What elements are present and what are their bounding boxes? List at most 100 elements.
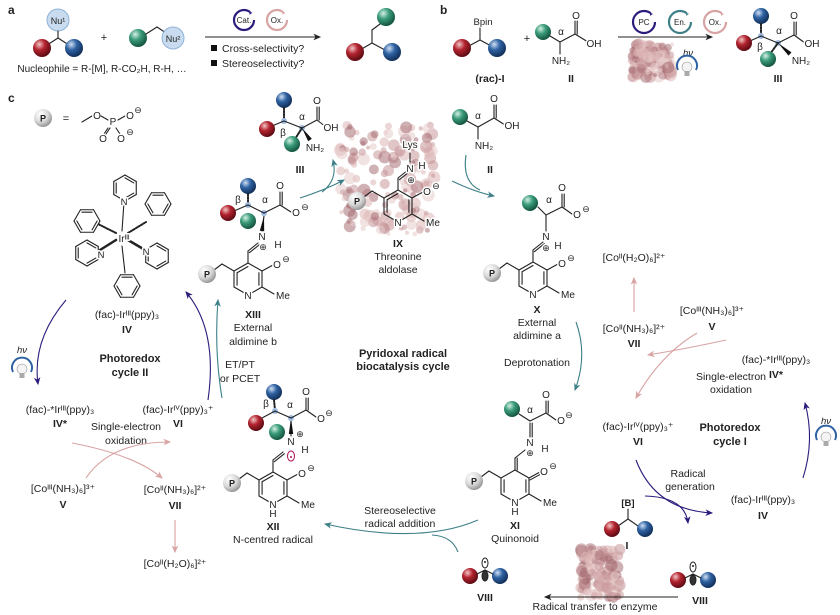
red-substituent-ball <box>453 39 471 57</box>
atoms-O: O <box>298 469 306 480</box>
threonine-aldolase-icon <box>344 168 350 174</box>
atoms-N: N <box>269 500 276 511</box>
atoms-O: O <box>273 260 281 271</box>
threonine-aldolase-icon <box>359 208 371 220</box>
atoms-O: O <box>790 11 798 22</box>
atoms-O: O <box>572 11 580 22</box>
threonine-aldolase-icon <box>335 183 347 195</box>
bond <box>263 204 281 214</box>
ring-bond <box>258 495 274 505</box>
atoms-beta: β <box>263 399 269 410</box>
atoms-O: O <box>99 134 107 145</box>
double-bond <box>248 244 260 254</box>
threonine-aldolase-icon <box>408 144 416 152</box>
compound-XIII-label: XIII <box>245 309 261 321</box>
bond <box>238 472 248 480</box>
panel_c-IrIII: (fac)-Irᴵᴵᴵ(ppy)₃ <box>731 494 795 506</box>
bond <box>97 223 117 234</box>
enzyme-icon <box>627 72 637 83</box>
enzyme-icon <box>605 559 618 572</box>
step-label: generation <box>665 481 715 493</box>
red-substituent-ball <box>670 572 686 588</box>
threonine-aldolase-icon <box>422 122 435 135</box>
panel_c-single_electron-1: oxidation <box>105 435 147 447</box>
atoms-N: N <box>526 438 533 449</box>
threonine-aldolase-icon <box>344 126 356 138</box>
atoms-minus: ⊖ <box>549 461 557 471</box>
light-bulb-icon <box>820 431 832 443</box>
atoms-N: N <box>394 218 401 229</box>
compound-III-label: III <box>774 73 783 85</box>
threonine-aldolase-icon <box>384 153 389 158</box>
threonine-aldolase-icon <box>370 179 377 186</box>
panel_c-CoII_NH3: [Coᴵᴵ(NH₃)₆]²⁺ <box>603 323 666 335</box>
threonine-aldolase-icon <box>421 169 426 175</box>
blue-substituent-ball <box>753 8 769 24</box>
nu1-label: Nu¹ <box>51 16 66 26</box>
oxidant-cycle-icon-arrowhead <box>721 12 725 16</box>
arrow-to-VII <box>71 442 163 479</box>
bond <box>476 569 486 575</box>
threonine-aldolase-icon <box>349 220 356 227</box>
atoms-Me: Me <box>543 498 557 509</box>
atoms-O: O <box>558 259 566 270</box>
photocatalyst-cycle-icon-arrowhead <box>650 12 654 16</box>
ring-bond <box>145 261 158 270</box>
panel_c-CoII_NH3: [Coᴵᴵ(NH₃)₆]²⁺ <box>144 484 207 496</box>
bond <box>514 449 526 459</box>
phosphate-label: P <box>40 114 46 124</box>
ring-bond <box>116 285 123 296</box>
bond <box>145 26 158 35</box>
phosphate-label: P <box>354 197 360 207</box>
threonine-aldolase-icon <box>383 129 389 135</box>
blue-substituent-ball <box>65 39 83 57</box>
atoms-O: O <box>540 467 548 478</box>
threonine-aldolase-icon <box>384 122 392 130</box>
ring-bond <box>113 193 126 202</box>
bond <box>305 409 317 418</box>
ring-bond <box>144 203 153 216</box>
compound-I-label: (rac)-I <box>475 73 504 85</box>
ring-bond <box>386 192 399 201</box>
green-substituent-ball <box>522 195 538 211</box>
arrow-IV-to-IVstar <box>33 299 67 386</box>
double-bond <box>533 243 545 253</box>
atoms-H: H <box>301 445 308 456</box>
panel_c-CoIII: [Coᴵᴵᴵ(NH₃)₆]³⁺ <box>31 483 96 495</box>
bond <box>529 412 547 422</box>
photoredox-cycle-I-title: cycle I <box>713 436 747 448</box>
threonine-aldolase-icon <box>406 219 417 230</box>
light-icon <box>815 424 837 441</box>
threonine-aldolase-icon <box>400 121 413 134</box>
blue-substituent-ball <box>700 572 716 588</box>
panel_c-IrIV: (fac)-Irᴵⱽ(ppy)₃⁺ <box>603 421 674 433</box>
blue-substituent-ball <box>276 92 292 108</box>
atoms-H: H <box>274 240 281 251</box>
compound-IV-label: IV <box>122 324 132 336</box>
question-cross-selectivity: Cross-selectivity? <box>222 43 304 55</box>
panel-label-c: c <box>8 91 15 105</box>
atoms-Me: Me <box>276 291 290 302</box>
nucleophile-note: Nucleophile = R-[M], R-CO₂H, R-H, … <box>17 64 186 75</box>
compound-VIII-label-left: VIII <box>477 592 493 604</box>
lysine-label: Lys <box>402 140 417 151</box>
atoms-minus: ⊖ <box>307 463 315 473</box>
threonine-aldolase-icon <box>388 218 397 227</box>
threonine-aldolase-icon <box>391 154 397 160</box>
bond <box>466 120 479 128</box>
atoms-N: N <box>542 232 549 243</box>
wedge-bond <box>259 216 265 232</box>
atoms-O: O <box>317 414 325 425</box>
ring-bond <box>86 242 97 249</box>
enzyme-icon <box>664 43 672 52</box>
nucleophile-2-circle <box>161 26 185 50</box>
threonine-aldolase-icon <box>420 140 433 153</box>
red-substituent-ball <box>736 35 752 51</box>
threonine-aldolase-icon <box>408 164 417 174</box>
atoms-alpha: α <box>299 112 305 123</box>
p-orbital-icon <box>689 574 697 586</box>
amine-label: NH₂ <box>552 56 570 67</box>
threonine-aldolase-icon <box>366 145 371 150</box>
panel_c-single_electron-1: oxidation <box>710 384 752 396</box>
ring-bond <box>156 245 167 252</box>
